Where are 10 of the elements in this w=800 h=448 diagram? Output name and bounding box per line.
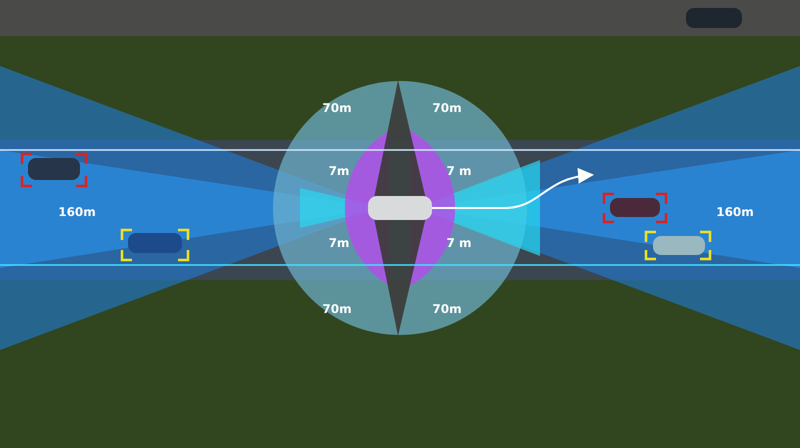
distance-label: 160m [58,205,96,219]
distance-label: 70m [322,302,352,316]
distance-label: 7m [328,164,350,178]
distance-label: 160m [716,205,754,219]
distance-label: 7 m [446,164,472,178]
distance-label: 70m [432,101,462,115]
distance-label: 70m [432,302,462,316]
distance-label: 7m [328,236,350,250]
distance-label: 70m [322,101,352,115]
distance-label: 7 m [446,236,472,250]
